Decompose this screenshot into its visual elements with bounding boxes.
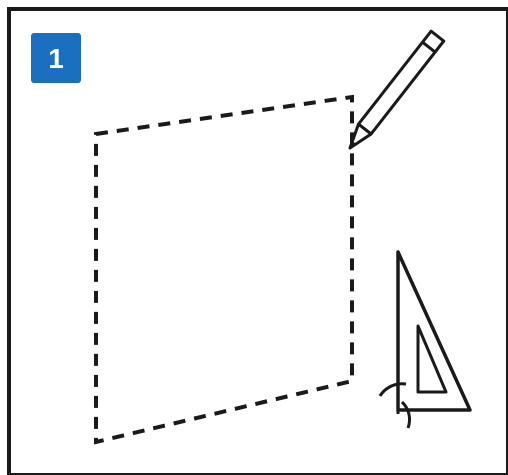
step-number: 1 — [48, 43, 64, 74]
dashed-parallelogram — [96, 97, 352, 442]
step-badge: 1 — [31, 33, 81, 83]
set-square-icon — [398, 252, 470, 410]
pencil-icon — [344, 31, 444, 153]
